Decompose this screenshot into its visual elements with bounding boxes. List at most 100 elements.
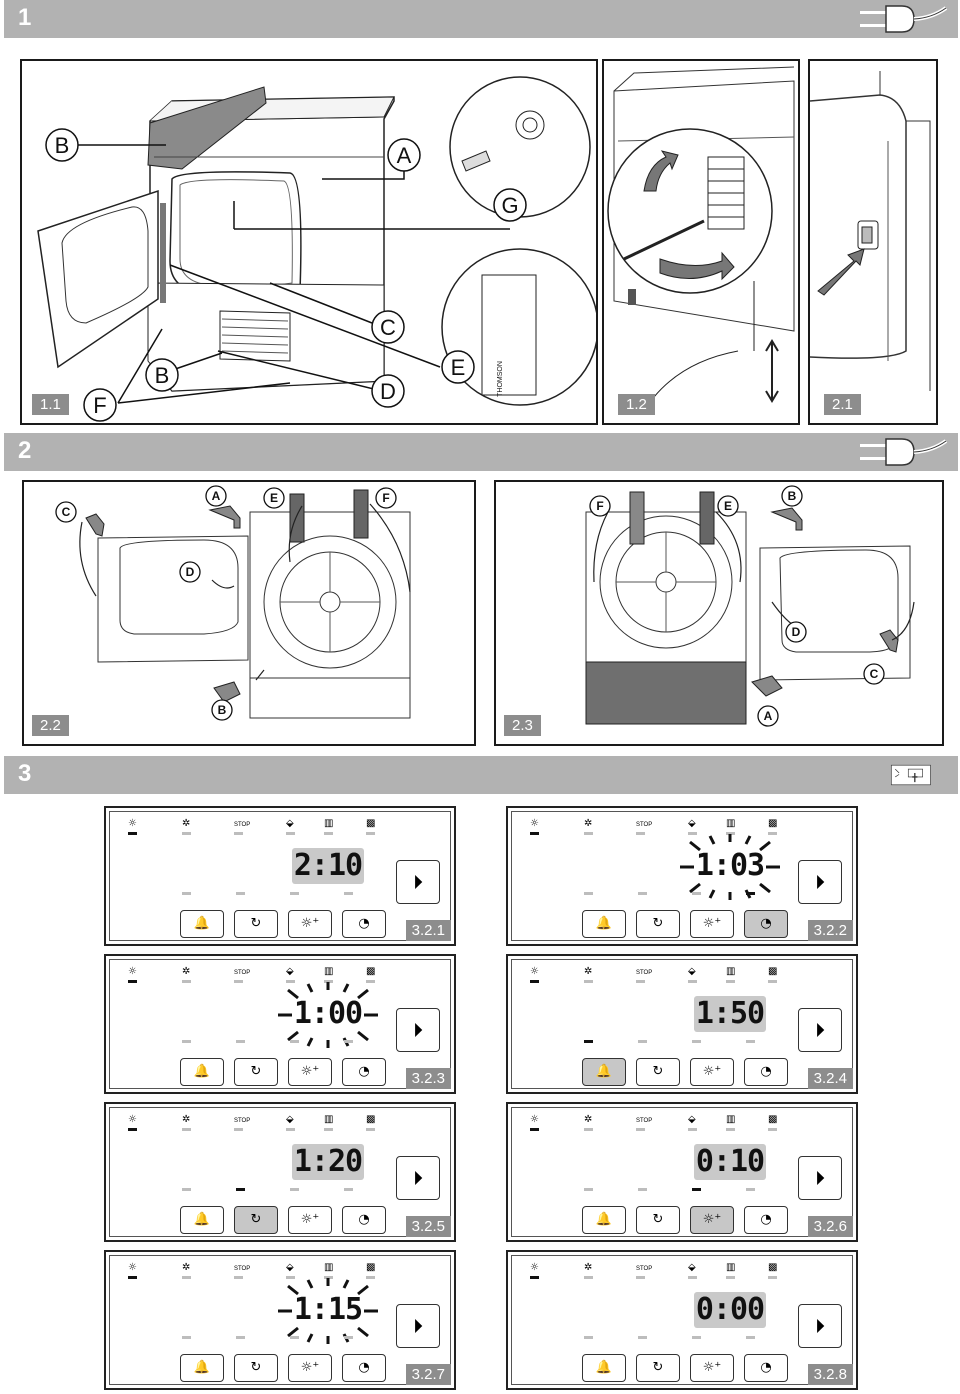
option-indicator: [344, 1336, 353, 1339]
callout-c: C: [62, 505, 71, 519]
condenser-icon: ▥: [726, 1114, 736, 1125]
bell-button[interactable]: 🔔: [180, 1354, 224, 1382]
callout-f: F: [93, 393, 106, 418]
bell-button[interactable]: 🔔: [582, 910, 626, 938]
rotate-button[interactable]: ↻: [234, 1206, 278, 1234]
rotate-button[interactable]: ↻: [234, 910, 278, 938]
time-display: 1:20: [292, 1144, 364, 1180]
figure-1-2: 1.2: [602, 59, 800, 425]
door-reversal-left-illustration: C A E F D B: [55, 485, 411, 721]
plug-icon: [860, 438, 948, 466]
status-indicator: [182, 980, 191, 983]
rotate-button[interactable]: ↻: [234, 1058, 278, 1086]
bell-button[interactable]: 🔔: [582, 1354, 626, 1382]
rotate-button[interactable]: ↻: [636, 1354, 680, 1382]
sun-plus-icon: ☼⁺: [300, 1212, 320, 1227]
bell-button[interactable]: 🔔: [180, 1206, 224, 1234]
clock-icon: ◔: [760, 1360, 772, 1375]
bell-icon: 🔔: [193, 1212, 211, 1227]
status-indicator: [726, 832, 735, 835]
clock-button[interactable]: ◔: [342, 1354, 386, 1382]
rotate-icon: ↻: [250, 1212, 262, 1227]
clock-button[interactable]: ◔: [744, 1058, 788, 1086]
start-pause-button[interactable]: ⏵: [798, 860, 842, 904]
bell-button[interactable]: 🔔: [582, 1206, 626, 1234]
drying-icon: ☼: [530, 966, 539, 977]
control-panel-frame: ☼✲STOP⬙▥▩1:50⏵🔔↻☼⁺◔: [511, 959, 853, 1089]
time-display: 1:00: [293, 996, 363, 1031]
status-indicator: [726, 1128, 735, 1131]
stop-label: STOP: [636, 1266, 653, 1272]
option-indicator: [182, 1336, 191, 1339]
clock-button[interactable]: ◔: [342, 1058, 386, 1086]
stop-label: STOP: [636, 822, 653, 828]
rotate-button[interactable]: ↻: [636, 1058, 680, 1086]
sun-plus-button[interactable]: ☼⁺: [288, 910, 332, 938]
start-pause-button[interactable]: ⏵: [798, 1304, 842, 1348]
clock-button[interactable]: ◔: [744, 1206, 788, 1234]
figure-2-3: F E B D C A 2.3: [494, 480, 944, 746]
figure-tag: 1.2: [618, 394, 655, 415]
bell-icon: 🔔: [595, 1212, 613, 1227]
drying-icon: ☼: [530, 1114, 539, 1125]
sun-plus-button[interactable]: ☼⁺: [288, 1206, 332, 1234]
status-indicator: [324, 980, 333, 983]
option-indicator: [236, 1188, 245, 1191]
bell-button[interactable]: 🔔: [180, 1058, 224, 1086]
time-display: 1:03: [695, 848, 765, 883]
rotate-icon: ↻: [250, 916, 262, 931]
clock-button[interactable]: ◔: [744, 910, 788, 938]
figure-tag: 3.2.3: [405, 1068, 451, 1089]
status-indicator: [530, 1276, 539, 1279]
condenser-icon: ▥: [324, 818, 334, 829]
tank-icon: ▩: [768, 1114, 778, 1125]
status-indicator: [324, 1276, 333, 1279]
condenser-icon: ▥: [324, 1114, 334, 1125]
bell-button[interactable]: 🔔: [582, 1058, 626, 1086]
start-pause-button[interactable]: ⏵: [798, 1008, 842, 1052]
figure-tag: 1.1: [32, 394, 69, 415]
bell-button[interactable]: 🔔: [180, 910, 224, 938]
sun-plus-button[interactable]: ☼⁺: [690, 1206, 734, 1234]
start-pause-button[interactable]: ⏵: [396, 1156, 440, 1200]
filter-icon: ⬙: [286, 966, 294, 977]
filter-icon: ⬙: [286, 1114, 294, 1125]
start-pause-button[interactable]: ⏵: [396, 1304, 440, 1348]
clock-icon: ◔: [760, 916, 772, 931]
figure-1-1: B A G C E D B F THOMSON 1.1: [20, 59, 598, 425]
sun-plus-button[interactable]: ☼⁺: [690, 910, 734, 938]
sun-plus-icon: ☼⁺: [300, 1360, 320, 1375]
status-indicator: [234, 1128, 243, 1131]
clock-button[interactable]: ◔: [744, 1354, 788, 1382]
control-panel: ☼✲STOP⬙▥▩2:10⏵🔔↻☼⁺◔3.2.1: [104, 806, 456, 946]
tank-icon: ▩: [366, 818, 376, 829]
status-indicator: [286, 832, 295, 835]
dryer-front-illustration: B A G C E D B F THOMSON: [37, 76, 596, 422]
sun-plus-button[interactable]: ☼⁺: [288, 1354, 332, 1382]
rotate-button[interactable]: ↻: [636, 1206, 680, 1234]
rotate-button[interactable]: ↻: [636, 910, 680, 938]
clock-button[interactable]: ◔: [342, 1206, 386, 1234]
status-indicator: [584, 980, 593, 983]
option-indicator: [638, 1040, 647, 1043]
start-pause-button[interactable]: ⏵: [396, 1008, 440, 1052]
rotate-button[interactable]: ↻: [234, 1354, 278, 1382]
start-pause-button[interactable]: ⏵: [396, 860, 440, 904]
figure-tag: 3.2.8: [807, 1364, 853, 1385]
blink-rays-icon: [278, 1278, 378, 1344]
bell-icon: 🔔: [595, 1360, 613, 1375]
stop-label: STOP: [234, 822, 251, 828]
option-indicator: [638, 1188, 647, 1191]
start-pause-button[interactable]: ⏵: [798, 1156, 842, 1200]
clock-button[interactable]: ◔: [342, 910, 386, 938]
sun-plus-button[interactable]: ☼⁺: [690, 1058, 734, 1086]
condenser-icon: ▥: [324, 1262, 334, 1273]
callout-e: E: [724, 499, 732, 513]
fan-icon: ✲: [182, 818, 191, 829]
filter-icon: ⬙: [688, 818, 696, 829]
time-display: 2:10: [292, 848, 364, 884]
sun-plus-button[interactable]: ☼⁺: [690, 1354, 734, 1382]
sun-plus-button[interactable]: ☼⁺: [288, 1058, 332, 1086]
sun-plus-icon: ☼⁺: [702, 1212, 722, 1227]
option-indicator: [692, 1336, 701, 1339]
